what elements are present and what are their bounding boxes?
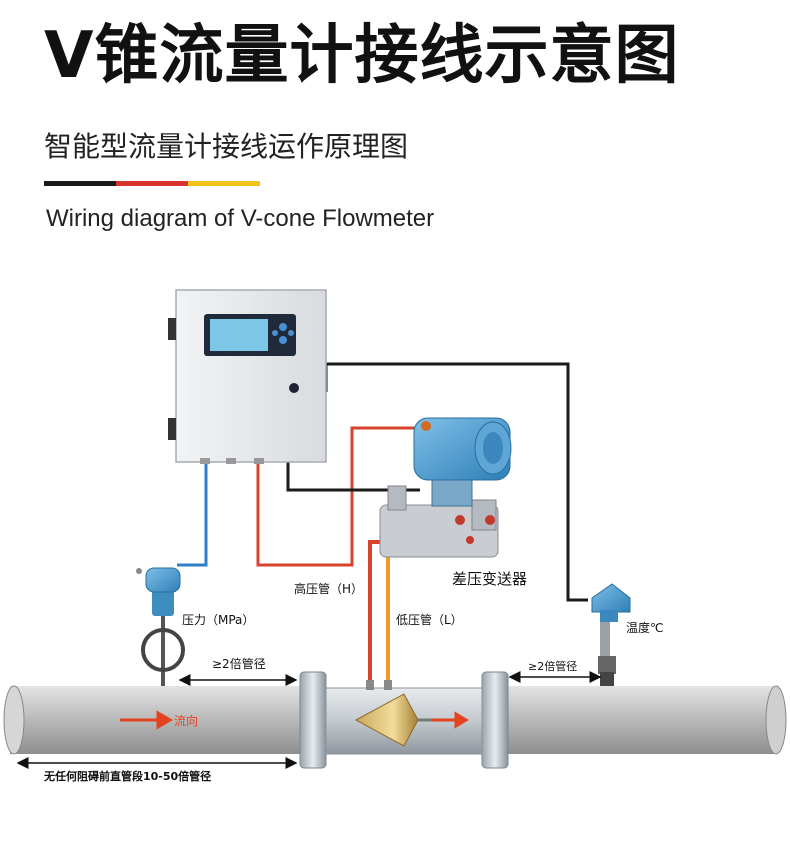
wire-blue [177,462,208,567]
english-title: Wiring diagram of V-cone Flowmeter [46,205,435,232]
flow-arrow-inner-icon [432,711,469,729]
accent-bar-black [44,181,116,186]
accent-bar-red [116,181,188,186]
label-upstream-length: ≥2倍管径 [212,656,266,671]
label-low-pressure-pipe: 低压管（L） [396,612,463,627]
label-flow-direction: 流向 [174,713,198,728]
page-subtitle: 智能型流量计接线运作原理图 [44,130,409,163]
flow-computer-box [168,289,327,464]
label-downstream-length: ≥2倍管径 [528,659,577,673]
label-pressure: 压力（MPa） [182,613,254,627]
dp-transmitter [379,417,512,558]
dimension-lines [16,671,602,769]
display-screen [210,319,268,351]
power-button-icon [289,383,299,393]
pressure-transmitter [136,567,185,686]
label-high-pressure-pipe: 高压管（H） [294,581,363,596]
wire-black-dp [286,462,420,492]
temperature-sensor [591,583,631,686]
accent-bar-yellow [188,181,260,186]
low-pressure-tube [386,550,395,688]
high-pressure-tube [368,540,380,688]
pipeline [3,671,787,769]
wire-red [256,426,420,567]
label-dp-transmitter: 差压变送器 [452,570,527,588]
flow-arrow-icon [120,710,173,730]
page-title: V锥流量计接线示意图 [44,19,680,93]
label-straight-pipe: 无任何阻碍前直管段10-50倍管径 [43,769,211,783]
label-temperature: 温度℃ [626,620,663,635]
